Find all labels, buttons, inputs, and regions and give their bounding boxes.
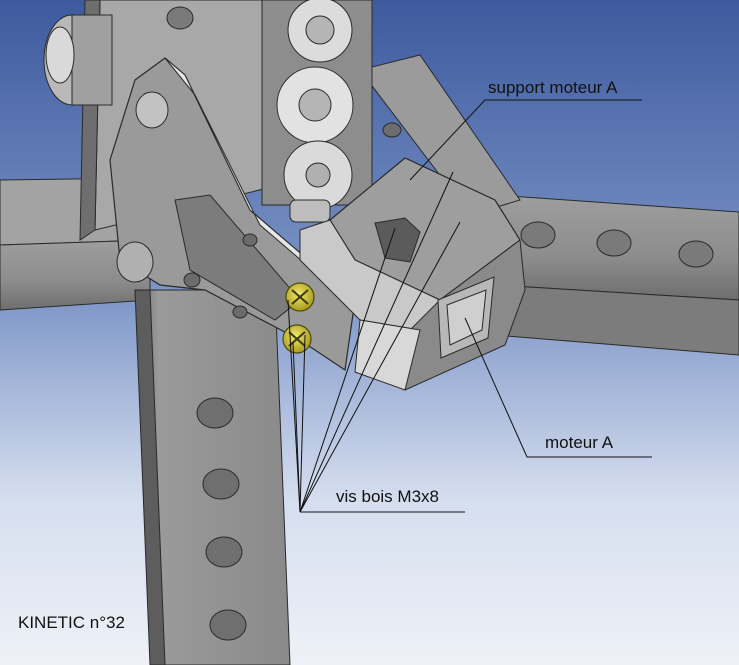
leader-moteur <box>464 317 652 458</box>
gear-train <box>261 0 373 223</box>
right-beam <box>494 194 739 356</box>
drawing-title: KINETIC n°32 <box>18 613 125 632</box>
motor-support-block <box>299 157 526 391</box>
label-moteur: moteur A <box>545 433 614 452</box>
shaft <box>43 14 113 106</box>
vertical-beam <box>134 289 291 665</box>
leader-lines <box>287 99 652 513</box>
label-support-moteur: support moteur A <box>488 78 618 97</box>
label-screws: vis bois M3x8 <box>336 487 439 506</box>
diagonal-beam <box>359 54 521 216</box>
screw-bottom-icon <box>282 324 312 354</box>
screw-top-icon <box>285 282 315 312</box>
leader-support <box>409 99 642 181</box>
